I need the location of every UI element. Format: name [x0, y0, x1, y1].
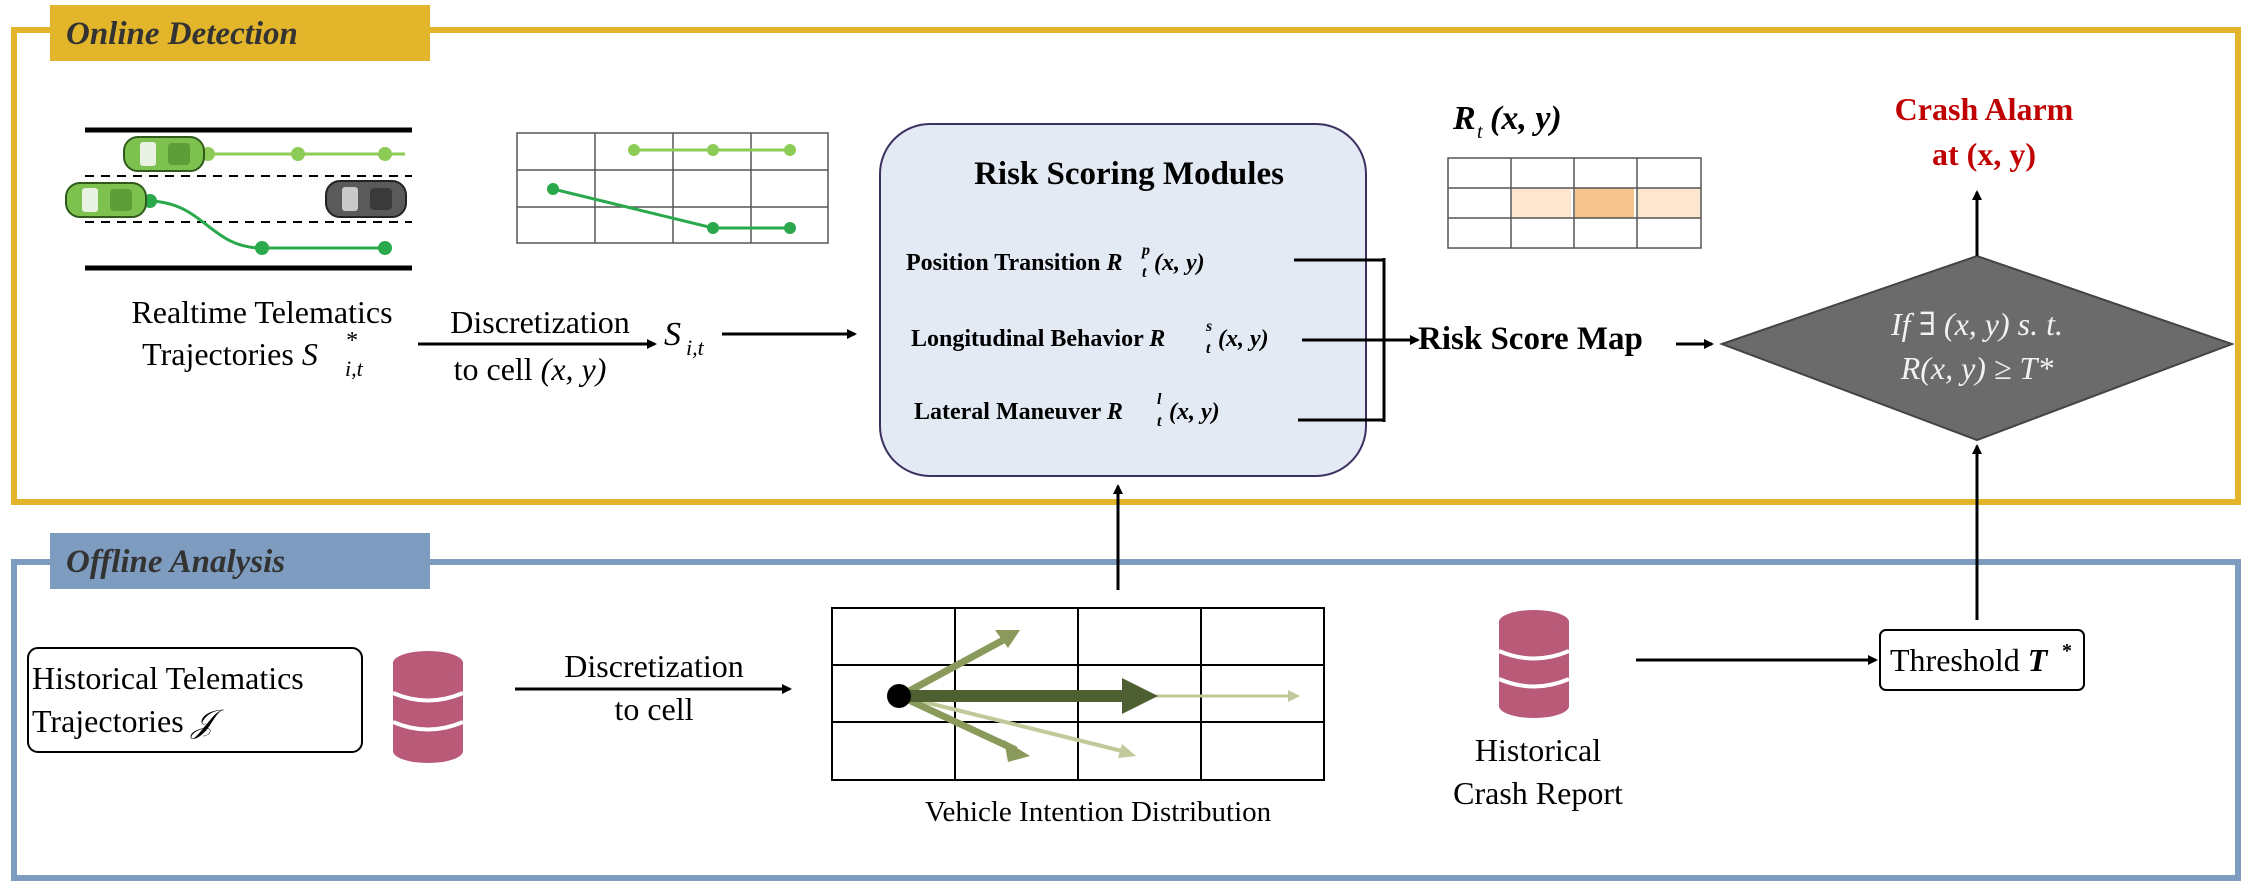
car-icon: [65, 182, 147, 218]
risk-map-title-sub: t: [1477, 121, 1483, 143]
historical-telematics-box: [27, 647, 363, 753]
crash-report-line1: Historical: [1475, 732, 1601, 768]
historical-telematics-line2: Trajectories 𝒥: [32, 703, 225, 739]
online-disc-label-line1: Discretization: [450, 304, 629, 340]
module-sup: p: [1140, 242, 1150, 259]
trajectory-point: [378, 147, 392, 161]
sequence-symbol: S: [664, 316, 681, 353]
decision-diamond: If ∃ (x, y) s. t. R(x, y) ≥ T*: [1719, 254, 2235, 442]
decision-line1: If ∃ (x, y) s. t.: [1890, 306, 2063, 342]
trajectory-point: [378, 241, 392, 255]
risk-score-map-label: Risk Score Map: [1418, 321, 1643, 357]
online-title: Online Detection: [66, 16, 298, 52]
trajectory-point: [291, 147, 305, 161]
car-icon: [123, 136, 205, 172]
crash-alarm-line1: Crash Alarm: [1895, 91, 2074, 127]
realtime-trajectory-label-line1: Realtime Telematics: [131, 294, 392, 330]
module-longitudinal-behavior: Longitudinal Behavior R: [911, 326, 1165, 352]
module-xy: (x, y): [1218, 326, 1269, 352]
module-xy: (x, y): [1154, 250, 1205, 276]
module-sup: l: [1157, 391, 1162, 408]
module-position-transition: Position Transition R: [906, 250, 1123, 276]
trajectory-point: [255, 241, 269, 255]
crash-report-line2: Crash Report: [1453, 775, 1623, 811]
module-sup: s: [1205, 318, 1212, 335]
offline-disc-label-line1: Discretization: [564, 648, 743, 684]
offline-analysis-panel: Offline Analysis: [11, 533, 2241, 881]
online-detection-panel: Online Detection: [11, 5, 2241, 505]
module-xy: (x, y): [1169, 399, 1220, 425]
traj-symbol-sup: *: [345, 328, 357, 354]
offline-title: Offline Analysis: [66, 544, 285, 580]
road-scene: [65, 127, 412, 271]
modules-title: Risk Scoring Modules: [974, 156, 1284, 192]
database-icon: [392, 651, 464, 763]
intention-distribution-label: Vehicle Intention Distribution: [925, 796, 1272, 828]
database-icon: [1498, 610, 1570, 718]
sequence-sub: i,t: [686, 335, 705, 360]
module-sub: t: [1142, 264, 1147, 281]
vehicle-intention-grid: [831, 607, 1325, 781]
threshold-box: [1879, 629, 2085, 691]
threshold-label: Threshold T: [1890, 642, 2049, 678]
module-lateral-maneuver: Lateral Maneuver R: [914, 399, 1123, 425]
online-disc-label-line2: to cell (x, y): [454, 351, 607, 387]
online-title-tab: [50, 5, 430, 61]
historical-telematics-line1: Historical Telematics: [32, 660, 304, 696]
module-merge-bracket: [1294, 258, 1420, 422]
risk-heatmap-grid: [1447, 157, 1702, 249]
car-icon: [325, 180, 407, 218]
realtime-trajectory-label-line2: Trajectories S: [142, 336, 318, 372]
offline-disc-label-line2: to cell: [614, 691, 693, 727]
trajectory-line-dark: [149, 199, 385, 250]
module-sub: t: [1206, 340, 1211, 357]
traj-symbol-sub: i,t: [345, 356, 364, 381]
crash-alarm-line2: at (x, y): [1932, 136, 2036, 172]
module-sub: t: [1157, 413, 1162, 430]
decision-line2: R(x, y) ≥ T*: [1900, 350, 2054, 386]
discretized-trajectory-grid: [516, 132, 829, 244]
risk-scoring-modules: Risk Scoring Modules Position Transition…: [879, 123, 1367, 477]
risk-map-title-xy: (x, y): [1490, 100, 1562, 137]
threshold-sup: *: [2062, 640, 2072, 662]
offline-title-tab: [50, 533, 430, 589]
risk-map-title: R: [1452, 100, 1476, 137]
